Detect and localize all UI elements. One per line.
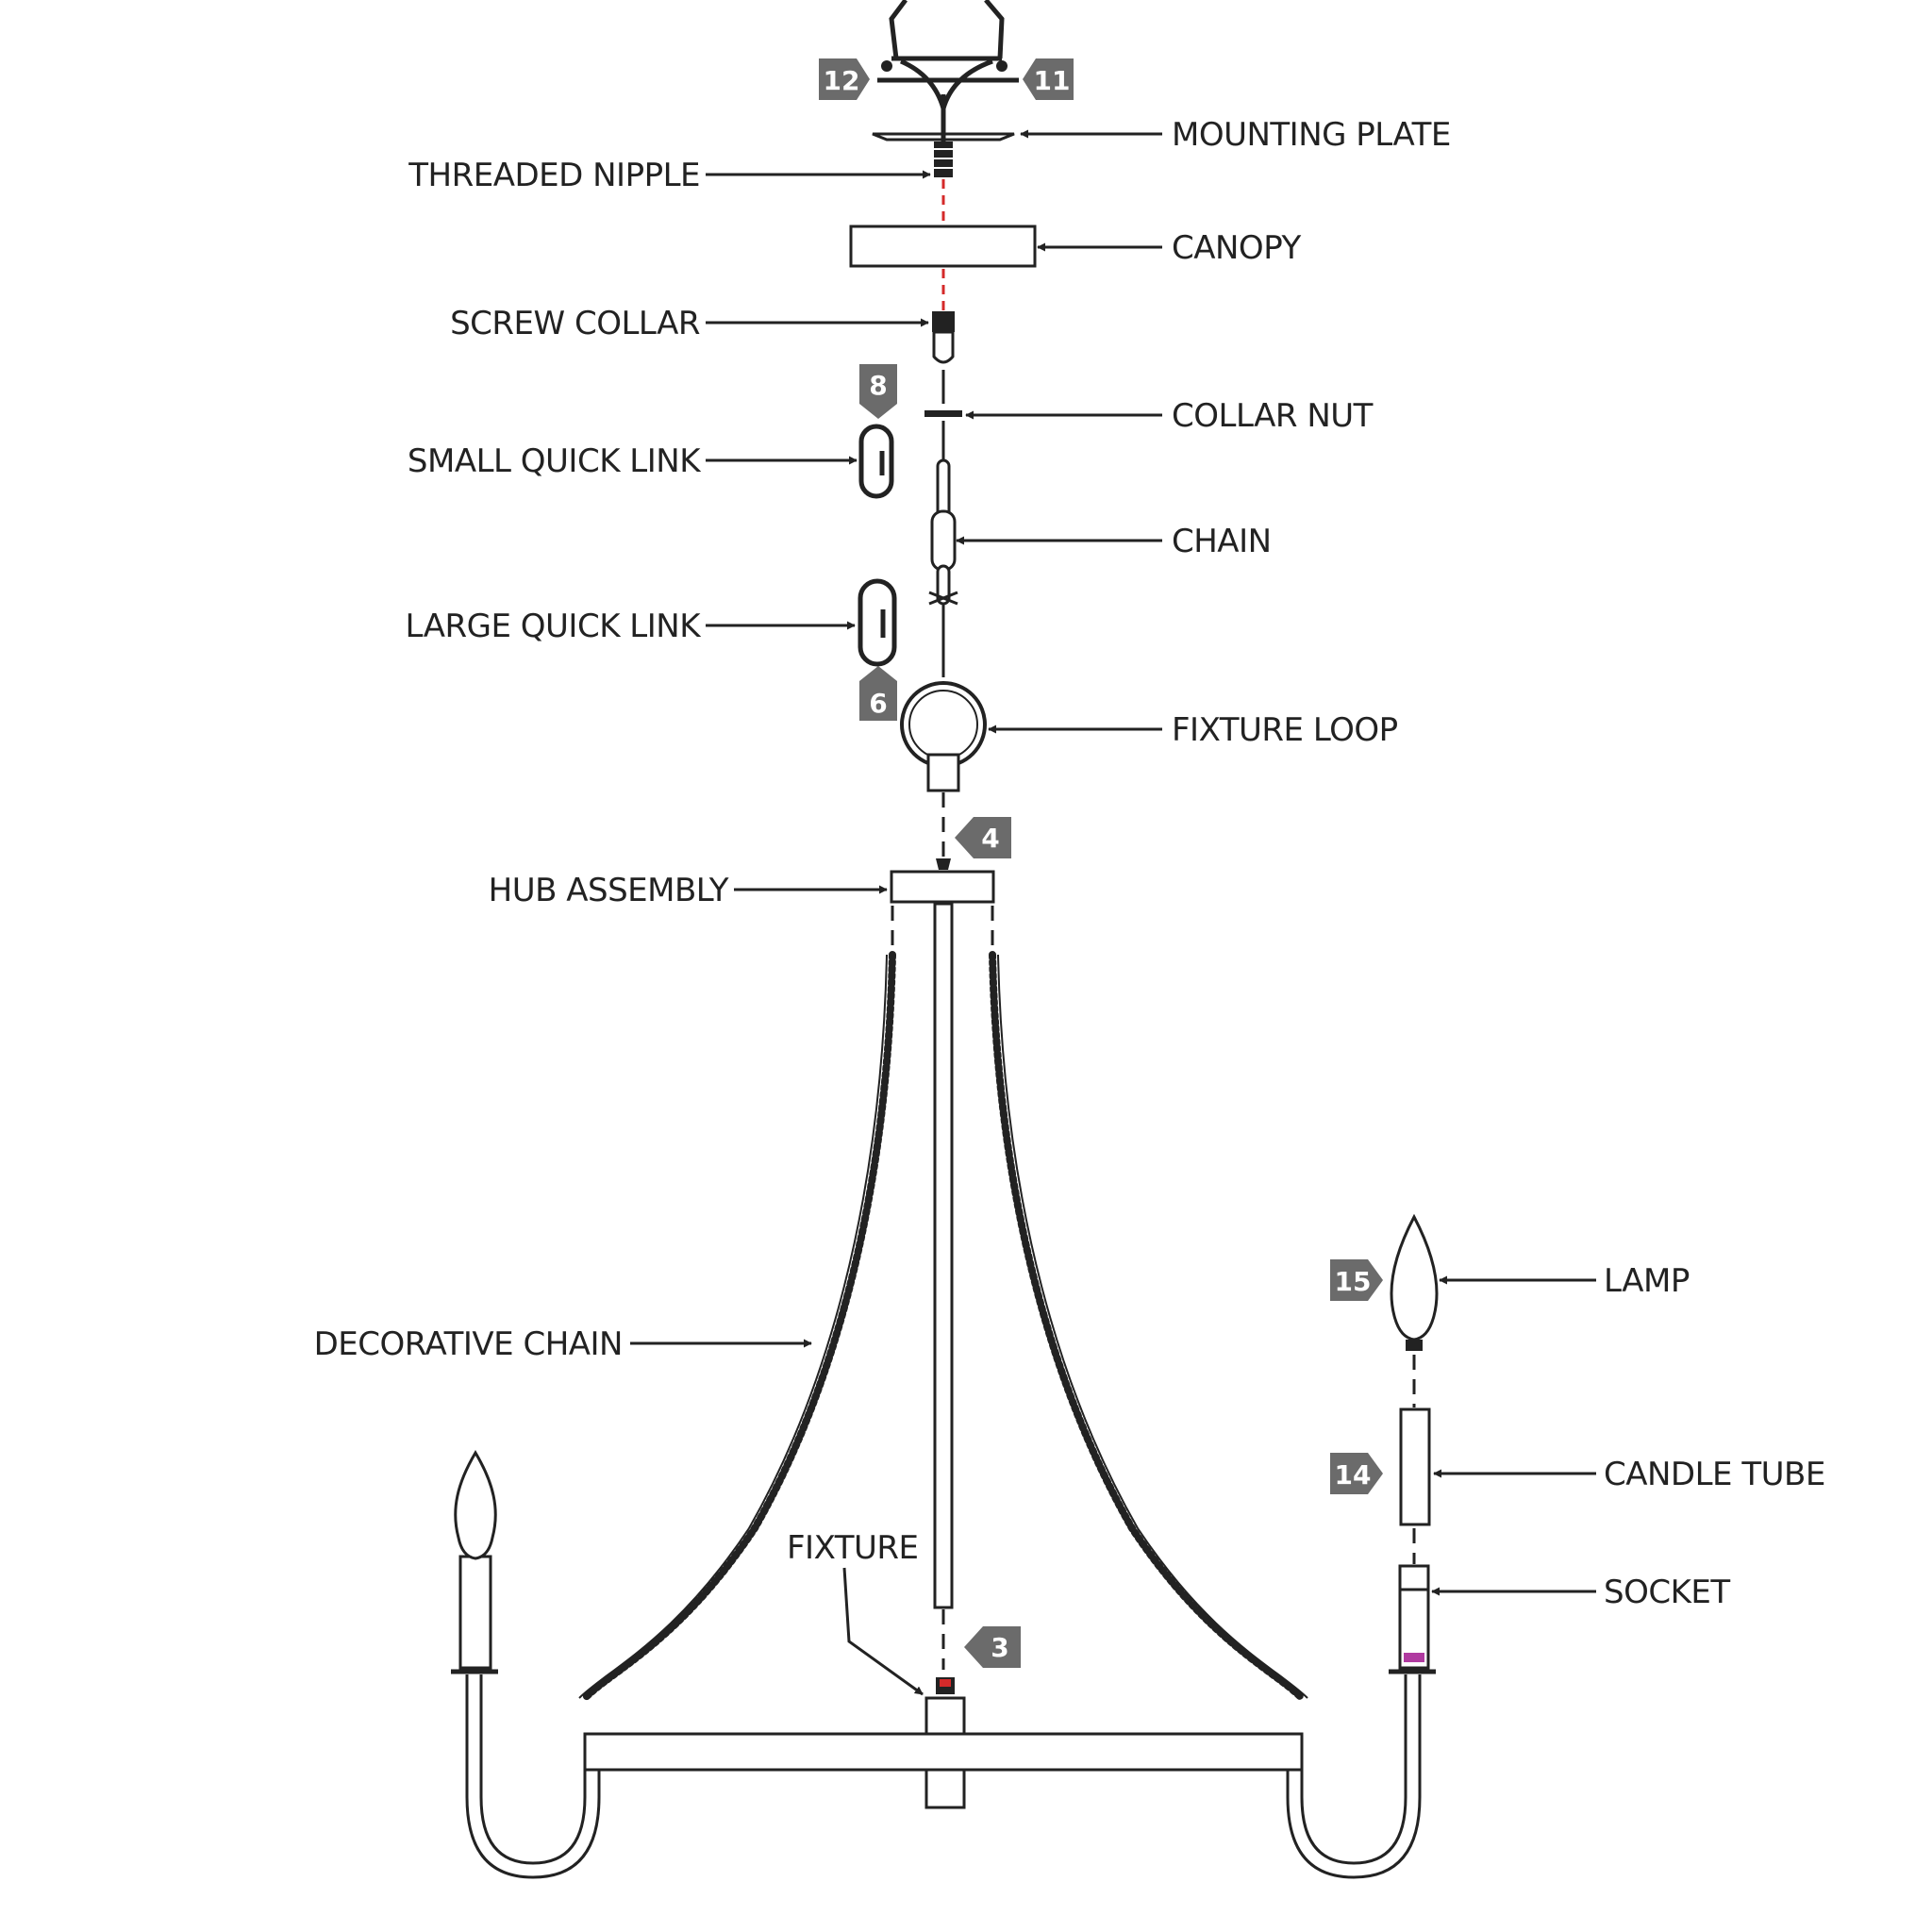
label-threaded-nipple: THREADED NIPPLE (408, 157, 700, 194)
step-tag-14: 14 (1330, 1453, 1383, 1494)
label-fixture-loop: FIXTURE LOOP (1172, 711, 1398, 749)
step-tag-15: 15 (1330, 1259, 1383, 1301)
label-collar-nut: COLLAR NUT (1172, 397, 1374, 435)
svg-text:15: 15 (1335, 1266, 1372, 1297)
svg-text:3: 3 (991, 1632, 1008, 1663)
step-tag-6: 6 (859, 666, 897, 721)
small-quick-link (858, 424, 894, 499)
step-tag-11: 11 (1023, 58, 1074, 100)
right-arm-socket (1286, 1564, 1436, 1879)
decorative-chain-left (578, 951, 896, 1702)
label-large-quick-link: LARGE QUICK LINK (406, 608, 703, 645)
fixture-loop (900, 681, 987, 792)
svg-text:4: 4 (981, 823, 999, 854)
svg-text:11: 11 (1034, 65, 1071, 96)
label-decorative-chain: DECORATIVE CHAIN (314, 1325, 623, 1363)
label-screw-collar: SCREW COLLAR (450, 305, 700, 342)
lamp (1390, 1213, 1439, 1351)
step-tag-3: 3 (964, 1626, 1021, 1668)
collar-nut (924, 410, 962, 417)
decorative-chain-right (989, 951, 1308, 1702)
crossbar-bracket (877, 0, 1019, 123)
svg-text:8: 8 (869, 370, 887, 401)
step-tag-8: 8 (859, 364, 897, 419)
label-canopy: CANOPY (1172, 229, 1301, 267)
step-tag-4: 4 (955, 817, 1011, 858)
label-fixture: FIXTURE (787, 1529, 919, 1567)
screw-collar (932, 311, 955, 364)
left-arm-candle (451, 1450, 601, 1879)
label-hub-assembly: HUB ASSEMBLY (489, 872, 729, 909)
center-rod (933, 902, 954, 1670)
leader-lines (630, 129, 1596, 1696)
hub-assembly (890, 858, 995, 904)
svg-text:12: 12 (824, 65, 860, 96)
fixture-body (583, 1677, 1304, 1809)
label-socket: SOCKET (1604, 1574, 1730, 1611)
label-chain: CHAIN (1172, 523, 1272, 560)
mounting-plate (872, 113, 1015, 142)
chain (928, 458, 958, 677)
label-mounting-plate: MOUNTING PLATE (1172, 116, 1451, 154)
label-lamp: LAMP (1604, 1262, 1690, 1300)
label-candle-tube: CANDLE TUBE (1604, 1456, 1825, 1493)
step-tag-12: 12 (819, 58, 870, 100)
svg-text:6: 6 (869, 688, 887, 719)
threaded-nipple (932, 142, 955, 177)
canopy (849, 225, 1037, 268)
large-quick-link (858, 578, 897, 667)
svg-text:14: 14 (1335, 1459, 1372, 1491)
label-small-quick-link: SMALL QUICK LINK (408, 442, 702, 480)
candle-tube (1399, 1407, 1431, 1526)
